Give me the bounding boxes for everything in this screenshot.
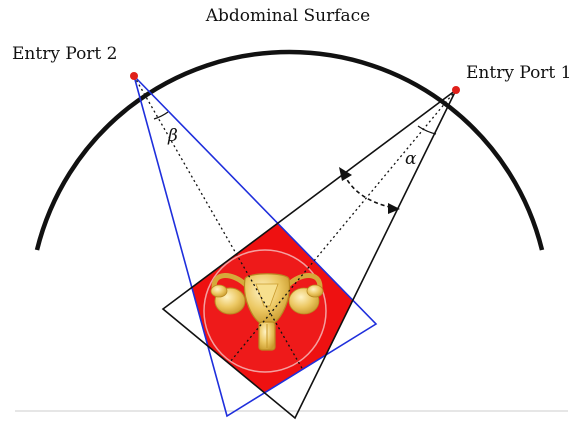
entry-port-1-marker <box>452 86 460 94</box>
entry-port-2-label: Entry Port 2 <box>12 44 118 64</box>
entry-port-2-marker <box>130 72 138 80</box>
alpha-label: α <box>405 149 417 169</box>
rotation-arrow <box>344 174 394 208</box>
surface-title: Abdominal Surface <box>205 6 371 26</box>
beta-label: β <box>167 126 178 146</box>
rotation-arrow-head-bottom <box>388 203 400 214</box>
overlap-group <box>163 90 456 418</box>
port-1-cone <box>163 90 456 418</box>
overlap-region <box>163 90 456 418</box>
entry-port-1-label: Entry Port 1 <box>466 63 572 83</box>
